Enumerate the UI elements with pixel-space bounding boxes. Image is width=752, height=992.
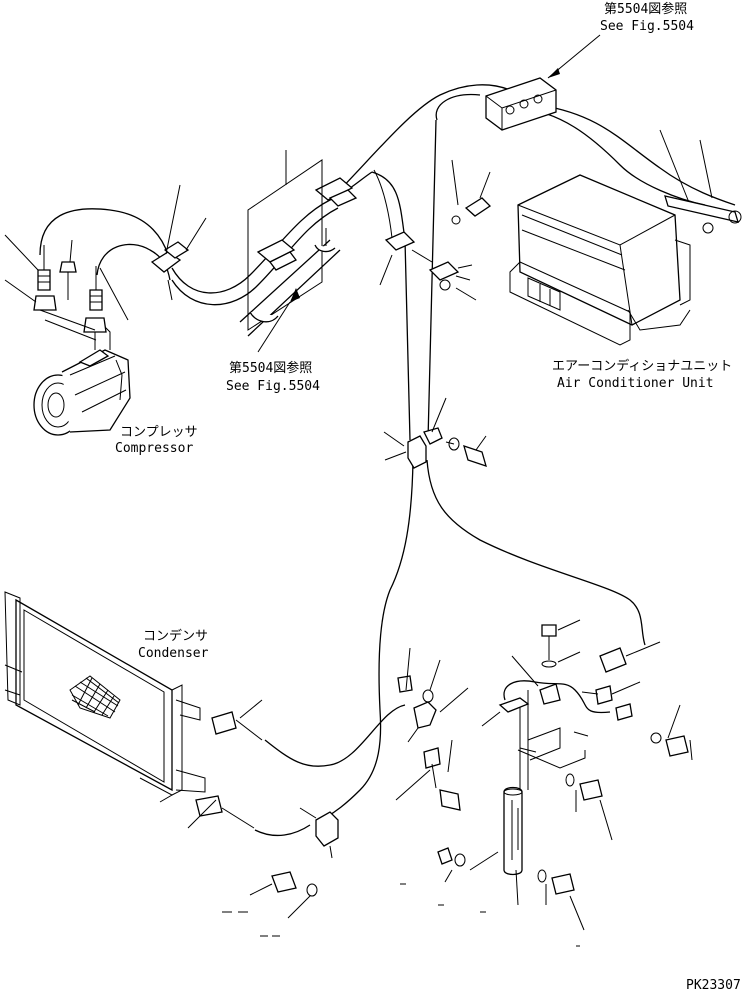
receiver-line xyxy=(503,680,611,714)
condenser-mesh-icon xyxy=(69,675,121,719)
pipe-to-receiver xyxy=(426,459,646,646)
compressor-label-en: Compressor xyxy=(115,441,193,456)
mounting-bracket-plate xyxy=(247,150,336,353)
pipe-to-ac-unit-1 xyxy=(519,107,706,206)
pipe-clamp-to-bracket-2 xyxy=(171,207,339,306)
condenser-label-jp: コンデンサ xyxy=(143,628,208,644)
pipe-down-to-condenser-lower xyxy=(324,459,414,819)
bolt-washer-set-middle xyxy=(448,435,487,468)
condenser-outlet-hose xyxy=(254,824,311,837)
compressor xyxy=(33,325,131,436)
pipe-to-ac-unit-2 xyxy=(539,104,736,206)
condenser xyxy=(4,591,263,829)
fig5504-connector-block xyxy=(485,34,601,131)
ref-label-top-jp: 第5504図参照 xyxy=(604,1,687,17)
ac-unit-label-en: Air Conditioner Unit xyxy=(557,376,714,391)
bolt-washer-set-top xyxy=(451,159,492,225)
receiver-drier xyxy=(498,655,586,906)
compressor-discharge-hose xyxy=(39,208,171,263)
fasteners-lower xyxy=(222,619,693,947)
condenser-label-en: Condenser xyxy=(138,646,209,661)
pipe-clamps xyxy=(150,169,477,859)
ref-label-mid-jp: 第5504図参照 xyxy=(229,360,312,376)
ac-unit-label-jp: エアーコンディショナユニット xyxy=(552,358,732,374)
drawing-code: PK23307 xyxy=(686,978,741,992)
pipe-to-fig5504-top xyxy=(329,84,511,201)
condenser-inlet-hose xyxy=(264,704,406,767)
ref-label-top-en: See Fig.5504 xyxy=(600,19,694,34)
air-conditioner-unit xyxy=(509,129,742,346)
pipe-vertical-right xyxy=(427,93,481,441)
compressor-fittings xyxy=(4,234,129,341)
compressor-label-jp: コンプレッサ xyxy=(120,425,198,440)
pipe-vertical-main xyxy=(371,171,411,441)
ref-label-mid-en: See Fig.5504 xyxy=(226,379,320,394)
